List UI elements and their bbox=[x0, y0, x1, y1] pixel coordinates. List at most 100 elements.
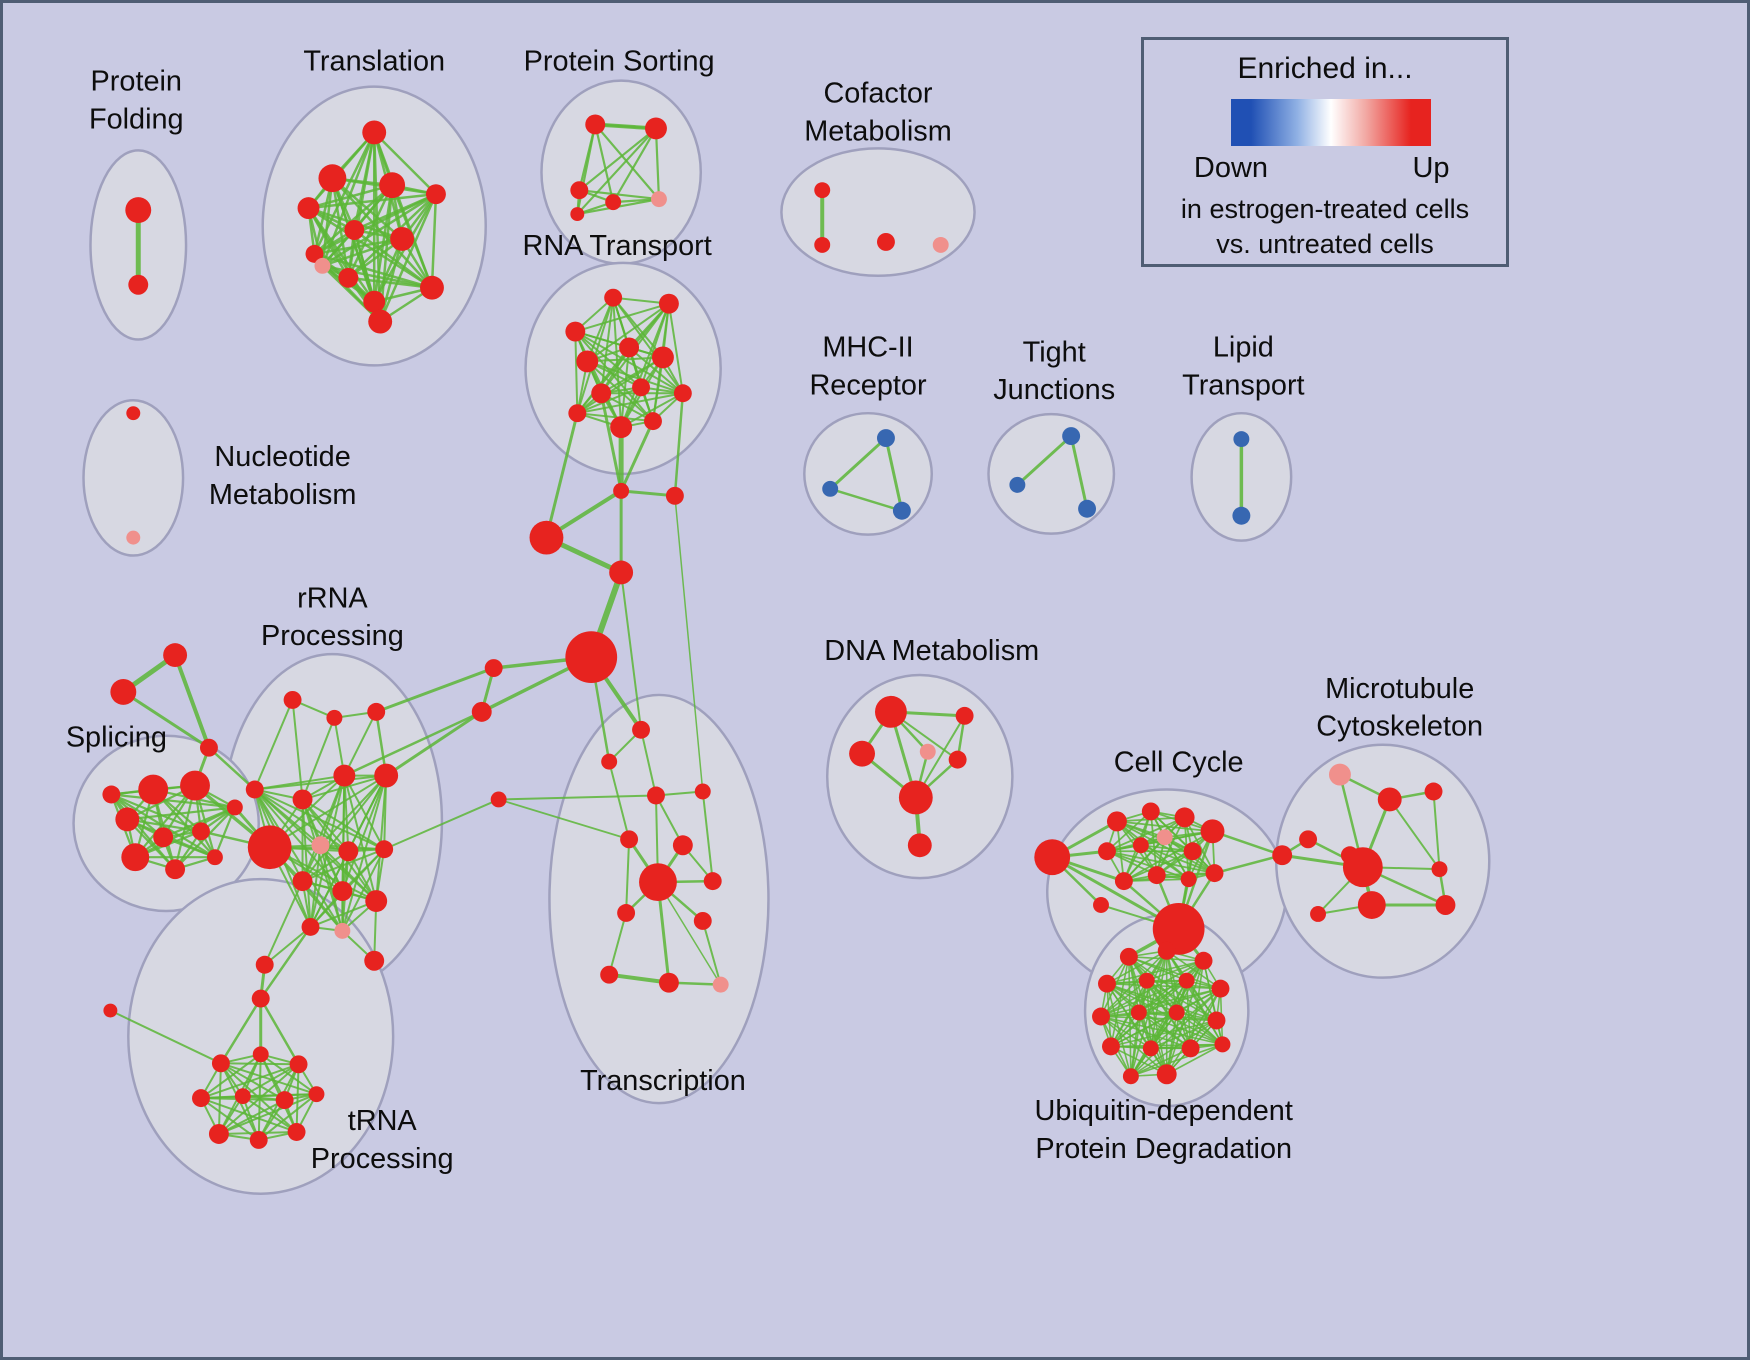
node-rt5 bbox=[619, 337, 640, 358]
cluster-label-transcription: Transcription bbox=[580, 1065, 746, 1097]
edge-rt2-rt9 bbox=[612, 296, 684, 395]
node-tn5 bbox=[192, 1089, 210, 1108]
edge-rt8-rt10 bbox=[576, 386, 643, 415]
cluster-label-splicing: Splicing bbox=[66, 722, 167, 754]
edge-tr7-tr9 bbox=[321, 237, 404, 268]
edge-rt5-rt10 bbox=[576, 346, 631, 415]
cluster-label-cell-cycle: Cell Cycle bbox=[1114, 747, 1244, 779]
node-tx5 bbox=[620, 830, 639, 849]
node-tx13 bbox=[712, 976, 729, 993]
node-ps5 bbox=[650, 191, 667, 208]
edge-st2-st3 bbox=[121, 690, 211, 750]
edge-ub11-ub12 bbox=[1110, 1019, 1218, 1048]
node-cn2 bbox=[665, 486, 684, 505]
node-mt9 bbox=[1435, 895, 1456, 915]
edge-cc5-br1 bbox=[1211, 830, 1284, 857]
edge-tn12-tn2 bbox=[109, 1009, 222, 1065]
node-rr17 bbox=[255, 955, 274, 974]
node-rt1 bbox=[565, 321, 586, 342]
edge-cn7-tx5 bbox=[497, 798, 630, 841]
node-ps2 bbox=[645, 117, 667, 140]
edge-ps2-ps6 bbox=[576, 127, 658, 216]
edge-rr4-rr8 bbox=[253, 774, 388, 791]
edge-ub1-ub7 bbox=[1128, 955, 1222, 990]
edge-sp8-sp9 bbox=[213, 806, 236, 859]
node-tx3 bbox=[647, 786, 665, 805]
edge-rt5-rt11 bbox=[620, 346, 631, 429]
node-tj1 bbox=[1062, 427, 1081, 446]
node-tx1 bbox=[632, 720, 650, 739]
node-mt10 bbox=[1310, 905, 1327, 922]
edge-tr5-tr9 bbox=[321, 192, 438, 268]
node-ub1 bbox=[1119, 947, 1138, 966]
edge-ps2-ps4 bbox=[612, 127, 658, 204]
node-tr11 bbox=[420, 275, 444, 300]
edge-tn7-tn9 bbox=[217, 1099, 286, 1135]
node-tx9 bbox=[617, 904, 636, 922]
edge-cc9-cc10 bbox=[1123, 850, 1194, 883]
edge-sp5-sp10 bbox=[110, 793, 203, 833]
node-ps6 bbox=[570, 207, 585, 222]
node-mt3 bbox=[1424, 782, 1443, 801]
node-tn12 bbox=[103, 1003, 118, 1018]
node-tr5 bbox=[425, 184, 446, 205]
cluster-label-dna-metabolism: DNA Metabolism bbox=[824, 635, 1039, 667]
cluster-mhc-ii-receptor bbox=[803, 411, 933, 536]
edge-tr4-tr10 bbox=[347, 183, 394, 280]
edge-rr8-rr14 bbox=[375, 774, 388, 903]
edge-rr5-rr8 bbox=[268, 774, 388, 849]
edge-tn2-tn7 bbox=[219, 1062, 286, 1102]
edge-tx11-tx12 bbox=[607, 972, 671, 985]
node-ub14 bbox=[1181, 1039, 1200, 1058]
node-tr2 bbox=[318, 164, 347, 193]
node-sp4 bbox=[153, 827, 174, 848]
node-tn11 bbox=[287, 1123, 306, 1141]
node-rt10 bbox=[568, 404, 587, 423]
edge-rt3-rt9 bbox=[667, 302, 684, 395]
edge-rt9-rt10 bbox=[576, 392, 684, 415]
edge-ub8-ub15 bbox=[1100, 1015, 1224, 1046]
node-rr18 bbox=[364, 950, 385, 971]
node-tn6 bbox=[234, 1088, 251, 1105]
node-rt4 bbox=[576, 350, 599, 373]
node-cm2 bbox=[814, 236, 831, 253]
node-tr6 bbox=[344, 220, 365, 240]
edge-tx10-tx13 bbox=[701, 919, 722, 986]
legend-gradient-bar bbox=[1231, 99, 1431, 146]
node-dn1 bbox=[875, 695, 907, 728]
node-st3 bbox=[199, 738, 218, 757]
node-mt4 bbox=[1299, 830, 1318, 849]
edge-cn6-rr7 bbox=[343, 710, 483, 777]
edge-ub9-ub17 bbox=[1130, 1011, 1140, 1078]
node-cn5 bbox=[484, 659, 503, 678]
edge-rt3-rt4 bbox=[586, 302, 670, 363]
node-sp5 bbox=[192, 822, 210, 841]
edge-ub4-ub7 bbox=[1106, 982, 1222, 990]
node-lp2 bbox=[1232, 506, 1251, 525]
node-cc4 bbox=[1174, 807, 1195, 828]
cluster-cofactor-metabolism bbox=[780, 147, 976, 278]
edge-cn6-rr8 bbox=[384, 710, 484, 778]
node-tx7 bbox=[639, 863, 677, 902]
edge-tn3-tn5 bbox=[199, 1053, 262, 1100]
edge-tn1-tn2 bbox=[219, 997, 262, 1065]
edge-cc3-cc6 bbox=[1106, 810, 1152, 853]
edge-mt2-mt7 bbox=[1388, 798, 1441, 871]
edge-rr11-rr12 bbox=[301, 848, 386, 883]
node-cc5 bbox=[1200, 819, 1225, 844]
edge-tr4-tr8 bbox=[313, 183, 394, 256]
node-dn6 bbox=[898, 780, 933, 815]
node-cm1 bbox=[814, 182, 831, 199]
node-tn10 bbox=[249, 1131, 268, 1149]
edge-rt4-rt6 bbox=[586, 356, 664, 363]
node-sp9 bbox=[226, 799, 243, 816]
node-tr7 bbox=[390, 227, 415, 251]
node-cm3 bbox=[876, 232, 895, 251]
